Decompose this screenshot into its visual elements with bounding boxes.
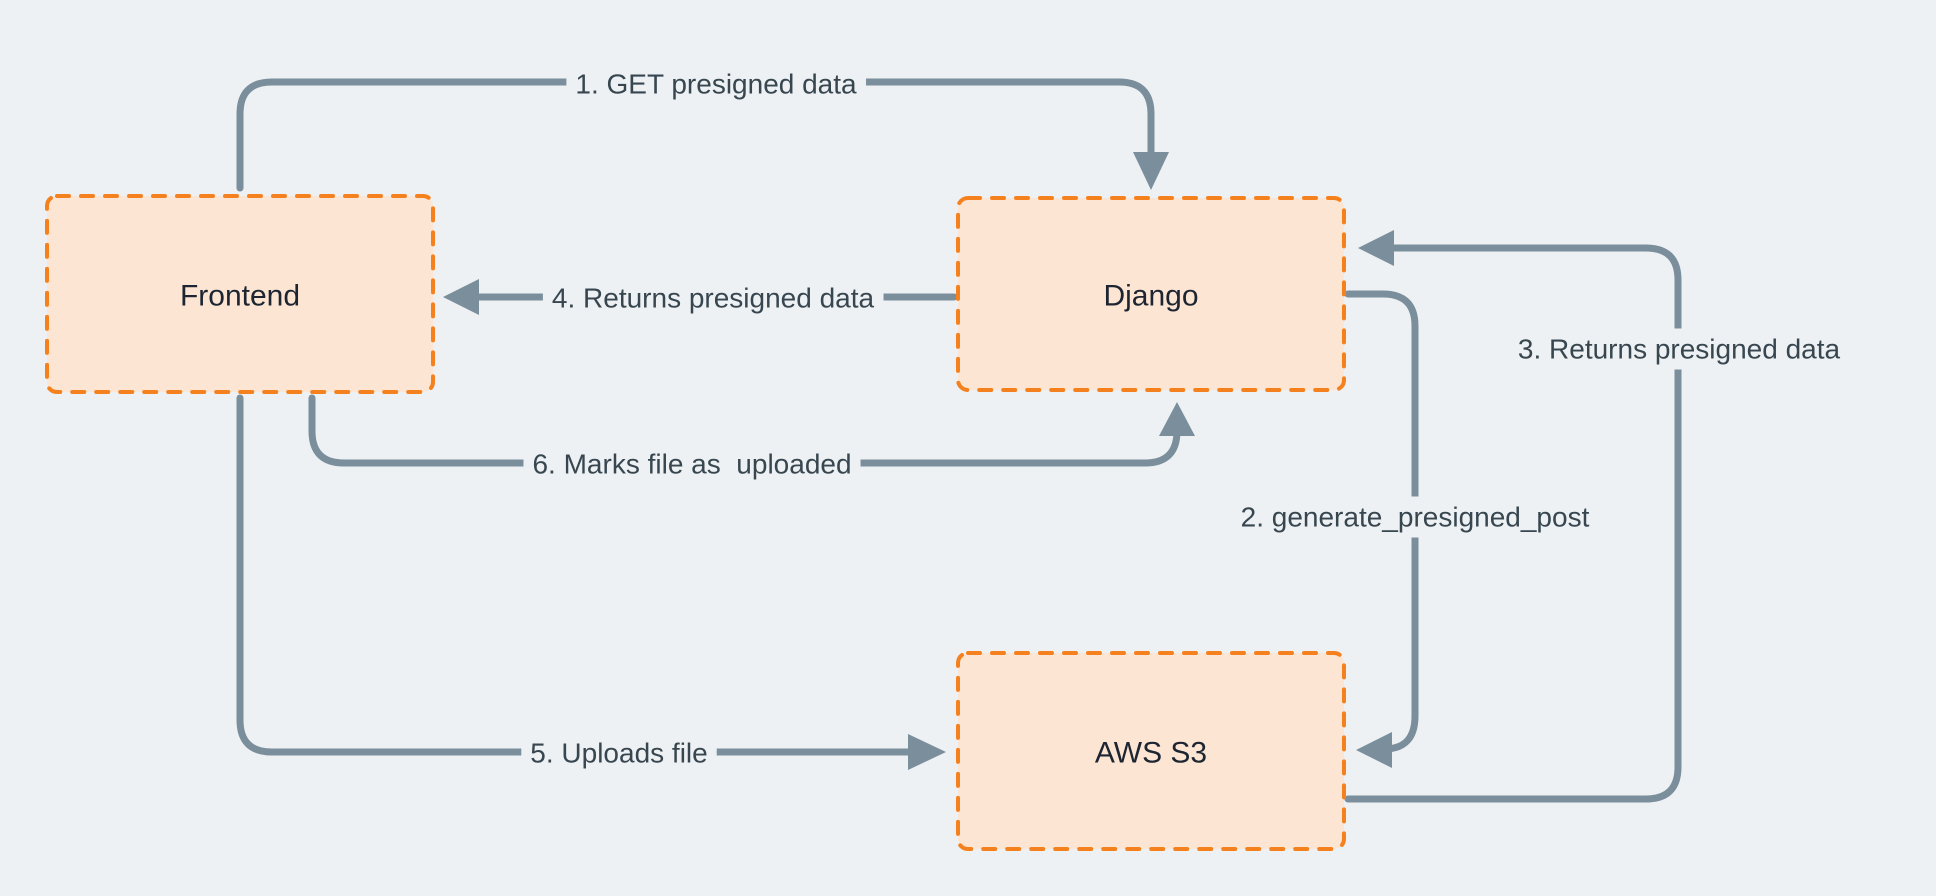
- node-frontend: Frontend: [45, 194, 435, 394]
- edge-1-arrowhead-icon: [1133, 152, 1169, 190]
- edge-label-backdrop: [521, 732, 717, 774]
- edge-4-label: 4. Returns presigned data: [552, 283, 875, 314]
- edge-1-get-presigned-data: 1. GET presigned data: [236, 63, 1169, 192]
- node-django: Django: [956, 196, 1346, 392]
- edge-6-line: [308, 394, 1181, 467]
- node-aws-s3-label: AWS S3: [1095, 737, 1207, 770]
- edge-3-arrowhead-icon: [1358, 230, 1394, 266]
- node-django-box: [956, 196, 1346, 392]
- edge-5-arrowhead-icon: [908, 734, 946, 770]
- edge-4-returns-presigned-data: 4. Returns presigned data: [443, 277, 958, 319]
- edge-1-label: 1. GET presigned data: [575, 69, 857, 100]
- edge-5-line: [236, 394, 912, 756]
- edge-3-returns-presigned-data: 3. Returns presigned data: [1344, 230, 1850, 803]
- edge-3-line: [1344, 244, 1682, 803]
- node-frontend-box: [45, 194, 435, 394]
- node-aws-s3: AWS S3: [956, 651, 1346, 851]
- edge-6-arrowhead-icon: [1159, 402, 1195, 436]
- edge-5-uploads-file: 5. Uploads file: [236, 394, 946, 774]
- edge-6-label: 6. Marks file as uploaded: [532, 449, 851, 480]
- edge-6-marks-file-as-uploaded: 6. Marks file as uploaded: [308, 394, 1195, 485]
- edge-label-backdrop: [523, 443, 861, 485]
- edge-3-label: 3. Returns presigned data: [1518, 334, 1841, 365]
- edge-5-label: 5. Uploads file: [530, 738, 707, 769]
- edge-label-backdrop: [542, 277, 884, 319]
- edge-label-backdrop: [566, 63, 867, 105]
- node-aws-s3-box: [956, 651, 1346, 851]
- edge-2-generate-presigned-post: 2. generate_presigned_post: [1231, 290, 1599, 768]
- edge-2-label: 2. generate_presigned_post: [1241, 502, 1590, 533]
- edge-label-backdrop: [1508, 328, 1850, 370]
- edge-label-backdrop: [1231, 496, 1599, 538]
- node-frontend-label: Frontend: [180, 280, 300, 313]
- edge-2-line: [1344, 290, 1419, 753]
- edge-4-arrowhead-icon: [443, 279, 479, 315]
- node-django-label: Django: [1103, 280, 1198, 313]
- edge-2-arrowhead-icon: [1356, 732, 1392, 768]
